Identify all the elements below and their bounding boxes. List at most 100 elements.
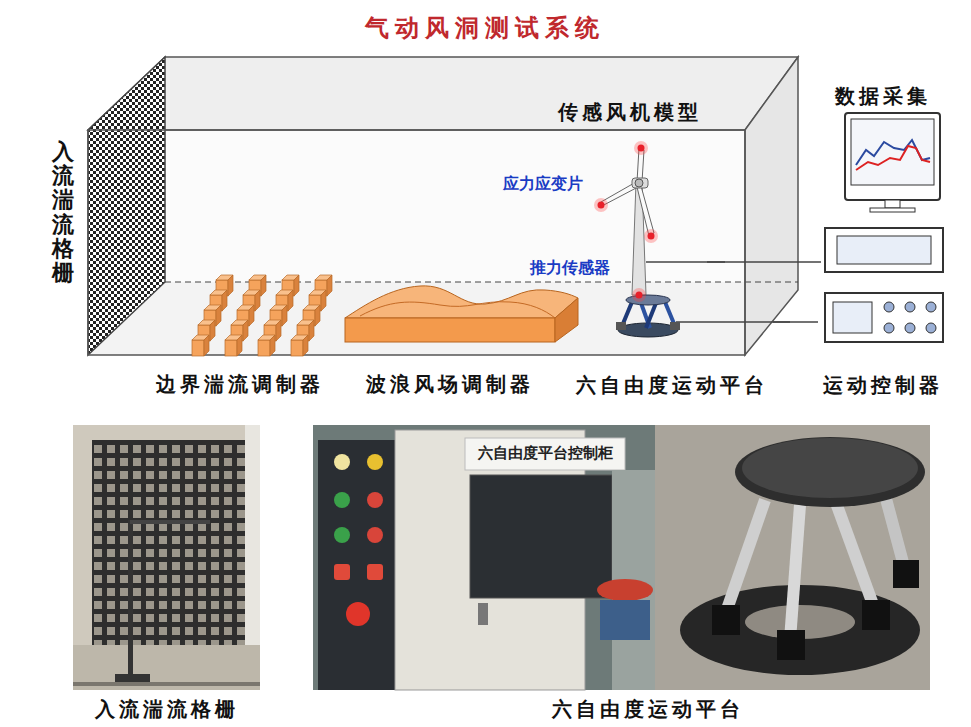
signal-cable	[773, 321, 818, 323]
cable	[676, 321, 790, 323]
acquisition-display	[837, 236, 931, 264]
cabinet-nameplate-text: 六自由度平台控制柜	[478, 445, 613, 461]
node-label: 六自由度运动平台	[576, 373, 768, 397]
tunnel-floor	[88, 282, 798, 355]
turbine-hub	[635, 179, 643, 187]
callout-label-box: 应力应变片	[503, 174, 583, 193]
controller-box	[825, 293, 943, 342]
thrust-sensor	[636, 292, 643, 299]
probe-pole	[128, 520, 133, 678]
component-label-box: 边界湍流调制器	[156, 372, 324, 396]
photo-cabinet-bg	[313, 425, 655, 690]
actuator-motor	[893, 560, 919, 588]
controller-knob	[884, 302, 894, 312]
title-block: 气动风洞测试系统	[365, 14, 605, 43]
photo-caption-box: 六自由度运动平台	[552, 697, 744, 721]
button	[334, 492, 350, 508]
strain-gauge-glow	[644, 229, 658, 243]
button	[334, 564, 350, 580]
signal-cable	[707, 261, 821, 263]
wave-top	[345, 286, 578, 318]
actuator	[790, 505, 800, 640]
platform-leg	[646, 303, 656, 328]
motion-controller: 运动控制器	[818, 285, 948, 397]
cube	[258, 335, 275, 356]
photo-grid	[92, 440, 245, 645]
photo-floor	[73, 645, 260, 690]
photo-caption: 六自由度运动平台	[552, 698, 744, 720]
monitor-screen	[851, 119, 934, 185]
monitor-stand	[885, 200, 900, 208]
actuator	[725, 500, 765, 615]
hexapod-plate	[735, 437, 925, 507]
wave-side	[555, 298, 578, 342]
button	[334, 454, 350, 470]
data-acquisition: 数据采集	[821, 84, 945, 276]
grid-label-box: 入流湍流格栅	[52, 140, 74, 285]
component-label: 波浪风场调制器	[366, 373, 534, 395]
actuator	[835, 500, 875, 610]
cube	[192, 335, 209, 356]
thrust-sensor-glow	[632, 288, 646, 302]
component-label-box: 波浪风场调制器	[366, 372, 534, 396]
cube	[291, 335, 308, 356]
tunnel-side	[745, 57, 798, 355]
diagram-title: 气动风洞测试系统	[365, 15, 605, 41]
probe-arm	[130, 520, 210, 524]
hexapod-plate-top	[742, 438, 918, 498]
grid-label: 入流湍流格栅	[52, 140, 74, 285]
controller-knob	[926, 302, 936, 312]
strain-gauge-glow	[634, 141, 648, 155]
cabinet-handle	[478, 603, 488, 625]
node-label: 数据采集	[835, 84, 931, 108]
controller-screen	[833, 302, 872, 333]
tunnel-front-frame	[88, 130, 745, 355]
platform-motor	[670, 322, 680, 330]
button-panel	[318, 440, 395, 690]
callout-label-box: 推力传感器	[530, 258, 610, 277]
strain-gauge	[638, 145, 645, 152]
emergency-stop	[346, 602, 370, 626]
button	[367, 564, 383, 580]
monitor	[845, 113, 940, 200]
cube	[225, 335, 242, 356]
photo-object	[600, 600, 650, 640]
node-label: 传感风机模型	[558, 100, 702, 124]
photo-grid-bg	[73, 425, 260, 690]
cabinet-screen	[470, 475, 612, 598]
controller-knob	[905, 302, 915, 312]
monitor-base	[870, 208, 915, 212]
actuator-motor	[862, 600, 890, 630]
controller-knob	[905, 323, 915, 333]
chart-line	[856, 146, 930, 170]
actuator	[885, 495, 905, 570]
strain-gauge	[598, 202, 605, 209]
button	[367, 492, 383, 508]
callout-label: 应力应变片	[503, 175, 583, 192]
cabinet-nameplate	[465, 438, 625, 470]
actuator-motor	[777, 630, 805, 660]
roughness-cubes	[192, 275, 332, 356]
photo-hexapod-bg	[655, 425, 930, 690]
photo-rail	[73, 682, 260, 686]
photo-object	[597, 579, 653, 601]
platform-motor	[616, 322, 626, 330]
turbine-nacelle	[632, 178, 648, 188]
button	[367, 454, 383, 470]
turbine-blade	[637, 186, 654, 236]
photo-caption: 入流湍流格栅	[95, 698, 239, 720]
acquisition-unit	[825, 228, 943, 272]
hexapod-base	[680, 585, 920, 675]
node-label: 运动控制器	[823, 373, 943, 397]
cabinet-nameplate-text-box: 六自由度平台控制柜	[478, 444, 613, 462]
tunnel-top	[88, 57, 798, 130]
button	[334, 527, 350, 543]
photo-caption-box: 入流湍流格栅	[95, 697, 239, 721]
probe-base	[115, 674, 150, 682]
strain-gauge-glow	[594, 198, 608, 212]
turbulence-grid	[88, 57, 165, 355]
actuator-motor	[712, 605, 740, 635]
